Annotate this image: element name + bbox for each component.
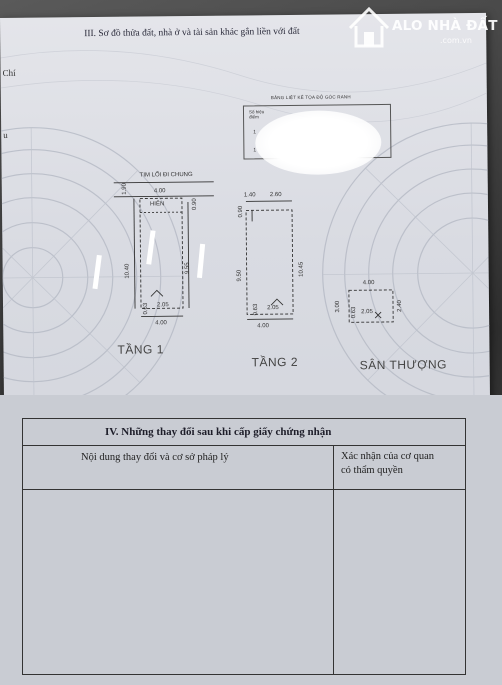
dim-label: 0.63 <box>253 304 259 316</box>
dim-label: 4.00 <box>363 280 375 286</box>
dim-label: 2.05 <box>157 302 169 308</box>
column-header-line: có thẩm quyền <box>341 464 434 478</box>
dim-label: HIÊN <box>150 201 164 207</box>
divider <box>23 445 465 446</box>
section-4-table: IV. Những thay đổi sau khi cấp giấy chứn… <box>22 418 466 675</box>
dim-label: 2.05 <box>267 305 279 311</box>
dim-label: 0.63 <box>143 303 149 315</box>
dim-label: 9.50 <box>237 270 243 282</box>
dim-label: 4.00 <box>155 320 167 326</box>
floor-plans-drawing <box>0 13 490 438</box>
floor-2-label: TẦNG 2 <box>252 355 298 369</box>
dim-label: 0.90 <box>238 206 244 218</box>
watermark-domain: .com.vn <box>440 36 472 45</box>
dim-label: 2.40 <box>397 300 403 312</box>
dim-label: 9.55 <box>185 262 191 274</box>
dim-label: 2.05 <box>361 309 373 315</box>
column-header-line: Xác nhận của cơ quan <box>341 450 434 464</box>
divider <box>23 489 465 490</box>
watermark-brand: ALO NHÀ ĐẤT <box>392 18 498 34</box>
dim-label: 1.90 <box>122 183 128 195</box>
dim-label: 1.40 <box>244 192 256 198</box>
floor-1-label: TẦNG 1 <box>117 342 163 356</box>
column-header-change-content: Nội dung thay đổi và cơ sở pháp lý <box>81 452 229 463</box>
roof-terrace-label: SÂN THƯỢNG <box>360 357 447 372</box>
divider <box>333 445 334 674</box>
dim-label: TIM LỐI ĐI CHUNG <box>140 172 193 179</box>
dim-label: 10.45 <box>299 262 305 277</box>
dim-label: 0.63 <box>351 307 357 319</box>
dim-label: 10.40 <box>125 264 131 279</box>
dim-label: 2.60 <box>270 192 282 198</box>
dim-label: 3.00 <box>335 301 341 313</box>
dim-label: 4.00 <box>257 323 269 329</box>
house-logo-icon <box>344 0 394 54</box>
section-4-title: IV. Những thay đổi sau khi cấp giấy chứn… <box>105 426 331 438</box>
column-header-authority-confirmation: Xác nhận của cơ quan có thẩm quyền <box>341 450 434 478</box>
dim-label: 0.90 <box>192 198 198 210</box>
dim-label: 4.00 <box>154 188 166 194</box>
alonhadat-watermark: ALO NHÀ ĐẤT .com.vn <box>344 0 494 60</box>
